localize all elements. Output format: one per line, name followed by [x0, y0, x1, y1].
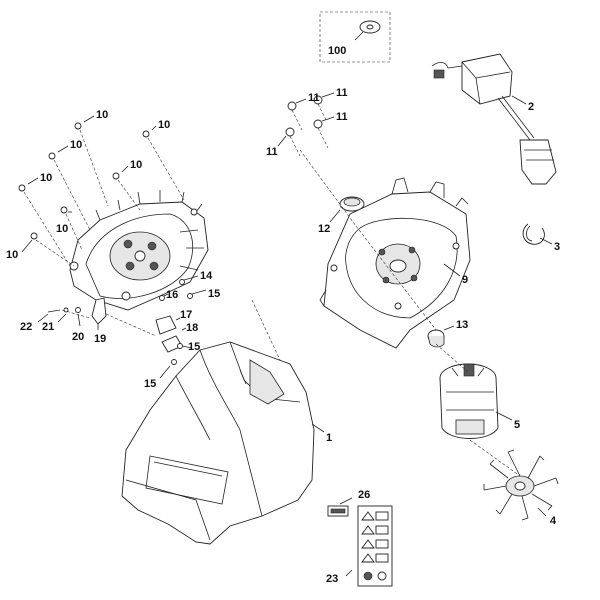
callout-19: 19: [94, 333, 106, 345]
callout-10d: 10: [130, 159, 142, 171]
callout-18: 18: [186, 322, 198, 334]
callout-100: 100: [328, 45, 346, 57]
callout-22: 22: [20, 321, 32, 333]
callout-11d: 11: [266, 146, 278, 158]
part-100-washer: [319, 11, 391, 63]
part-26-label: [327, 505, 349, 517]
callout-14: 14: [200, 270, 213, 282]
callout-10e: 10: [40, 172, 52, 184]
callout-15b: 15: [188, 341, 200, 353]
callout-10g: 10: [6, 249, 18, 261]
callout-11b: 11: [336, 87, 348, 99]
part-9-motor-housing: [319, 177, 471, 349]
part-10-screws: [18, 122, 185, 267]
callout-13: 13: [456, 319, 468, 331]
assembly-lines: [251, 149, 521, 477]
part-1-shroud: [121, 341, 315, 545]
callout-10a: 10: [96, 109, 108, 121]
callout-10c: 10: [70, 139, 82, 151]
callout-10b: 10: [158, 119, 170, 131]
callout-15a: 15: [208, 288, 220, 300]
part-12-grommet: [339, 196, 365, 212]
callout-15c: 15: [144, 378, 156, 390]
callout-1: 1: [326, 432, 332, 444]
callout-11c: 11: [336, 111, 348, 123]
callout-16: 16: [166, 289, 178, 301]
part-13-bushing: [427, 329, 445, 348]
part-5-motor: [439, 363, 499, 439]
part-23-warning-label: [357, 505, 393, 587]
callout-3: 3: [554, 241, 560, 253]
callout-17: 17: [180, 309, 192, 321]
part-2-power-cord: [431, 53, 557, 185]
callout-20: 20: [72, 331, 84, 343]
part-3-retaining-ring: [522, 223, 545, 245]
callout-2: 2: [528, 101, 534, 113]
callout-4: 4: [550, 515, 557, 527]
part-11-screws: [285, 95, 329, 157]
callout-21: 21: [42, 321, 54, 333]
part-housing-grille: [69, 190, 209, 311]
callout-11a: 11: [308, 92, 320, 104]
callout-10f: 10: [56, 223, 68, 235]
callout-5: 5: [514, 419, 520, 431]
callout-23: 23: [326, 573, 338, 585]
callout-9: 9: [462, 274, 468, 286]
callout-26: 26: [358, 489, 370, 501]
callout-12: 12: [318, 223, 330, 235]
part-4-fan: [483, 449, 559, 521]
